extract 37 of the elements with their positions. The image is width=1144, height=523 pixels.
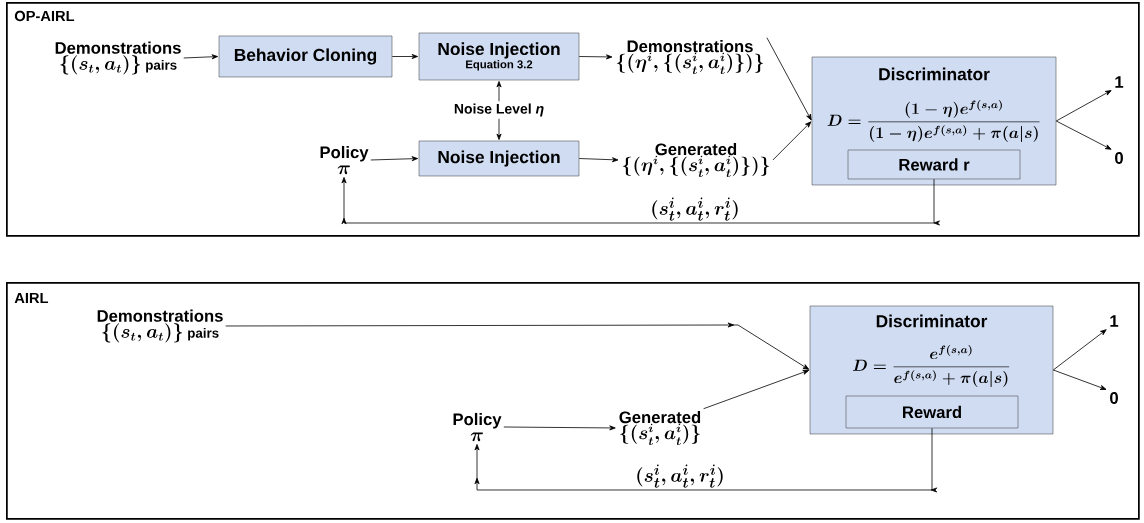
policy-label: Policy $\pi$: [453, 412, 502, 442]
parameter-label: Noise Level η: [454, 103, 544, 117]
arrow: [578, 157, 619, 163]
output-label: 1: [1115, 76, 1124, 88]
feedback-arrow: [225, 322, 810, 370]
edge-label: $(s_t^i, a_t^i, r_t^i)$: [633, 463, 727, 489]
arrow: [391, 54, 418, 59]
arrow: [503, 425, 616, 431]
arrow: [183, 54, 218, 60]
output-label: 0: [1115, 152, 1123, 164]
reward-box: Reward: [845, 395, 1019, 429]
input-label: Demonstrations $\{(s_t, a_t)\}$ pairs: [97, 309, 223, 343]
process-box: Behavior Cloning: [218, 35, 393, 78]
feedback-arrow: [341, 177, 940, 226]
arrow: [578, 54, 613, 60]
input-label: Demonstrations $\{(s_t, a_t)\}$ pairs: [55, 41, 181, 75]
feedback-arrow: [474, 427, 938, 493]
output-label: 1: [1110, 315, 1119, 327]
arrow: [496, 118, 502, 140]
edge-label: $(s_t^i, a_t^i, r_t^i)$: [648, 196, 742, 222]
arrow: [370, 156, 418, 162]
arrow: [1055, 90, 1112, 122]
arrow: [766, 37, 812, 121]
output-label: 0: [1110, 392, 1118, 404]
arrow: [703, 369, 810, 410]
reward-box: Reward r: [847, 149, 1021, 180]
arrow: [496, 81, 502, 102]
arrow: [1052, 369, 1107, 390]
process-box: Noise Injection: [418, 140, 580, 177]
process-box: Noise Injection Equation 3.2: [418, 32, 580, 81]
arrow: [1055, 120, 1112, 150]
arrow: [1052, 329, 1107, 371]
policy-label: Policy $\pi$: [320, 145, 369, 175]
data-label: Generated $\{(\eta^i, \{(s_t^i, a_t^i)\})\}$: [622, 143, 770, 178]
data-label: Demonstrations $\{(\eta^i, \{(s_t^i, a_t^i)\})\}$: [616, 40, 764, 75]
arrow: [772, 121, 812, 161]
data-label: Generated $\{(s_t^i, a_t^i)\}$: [619, 410, 701, 446]
